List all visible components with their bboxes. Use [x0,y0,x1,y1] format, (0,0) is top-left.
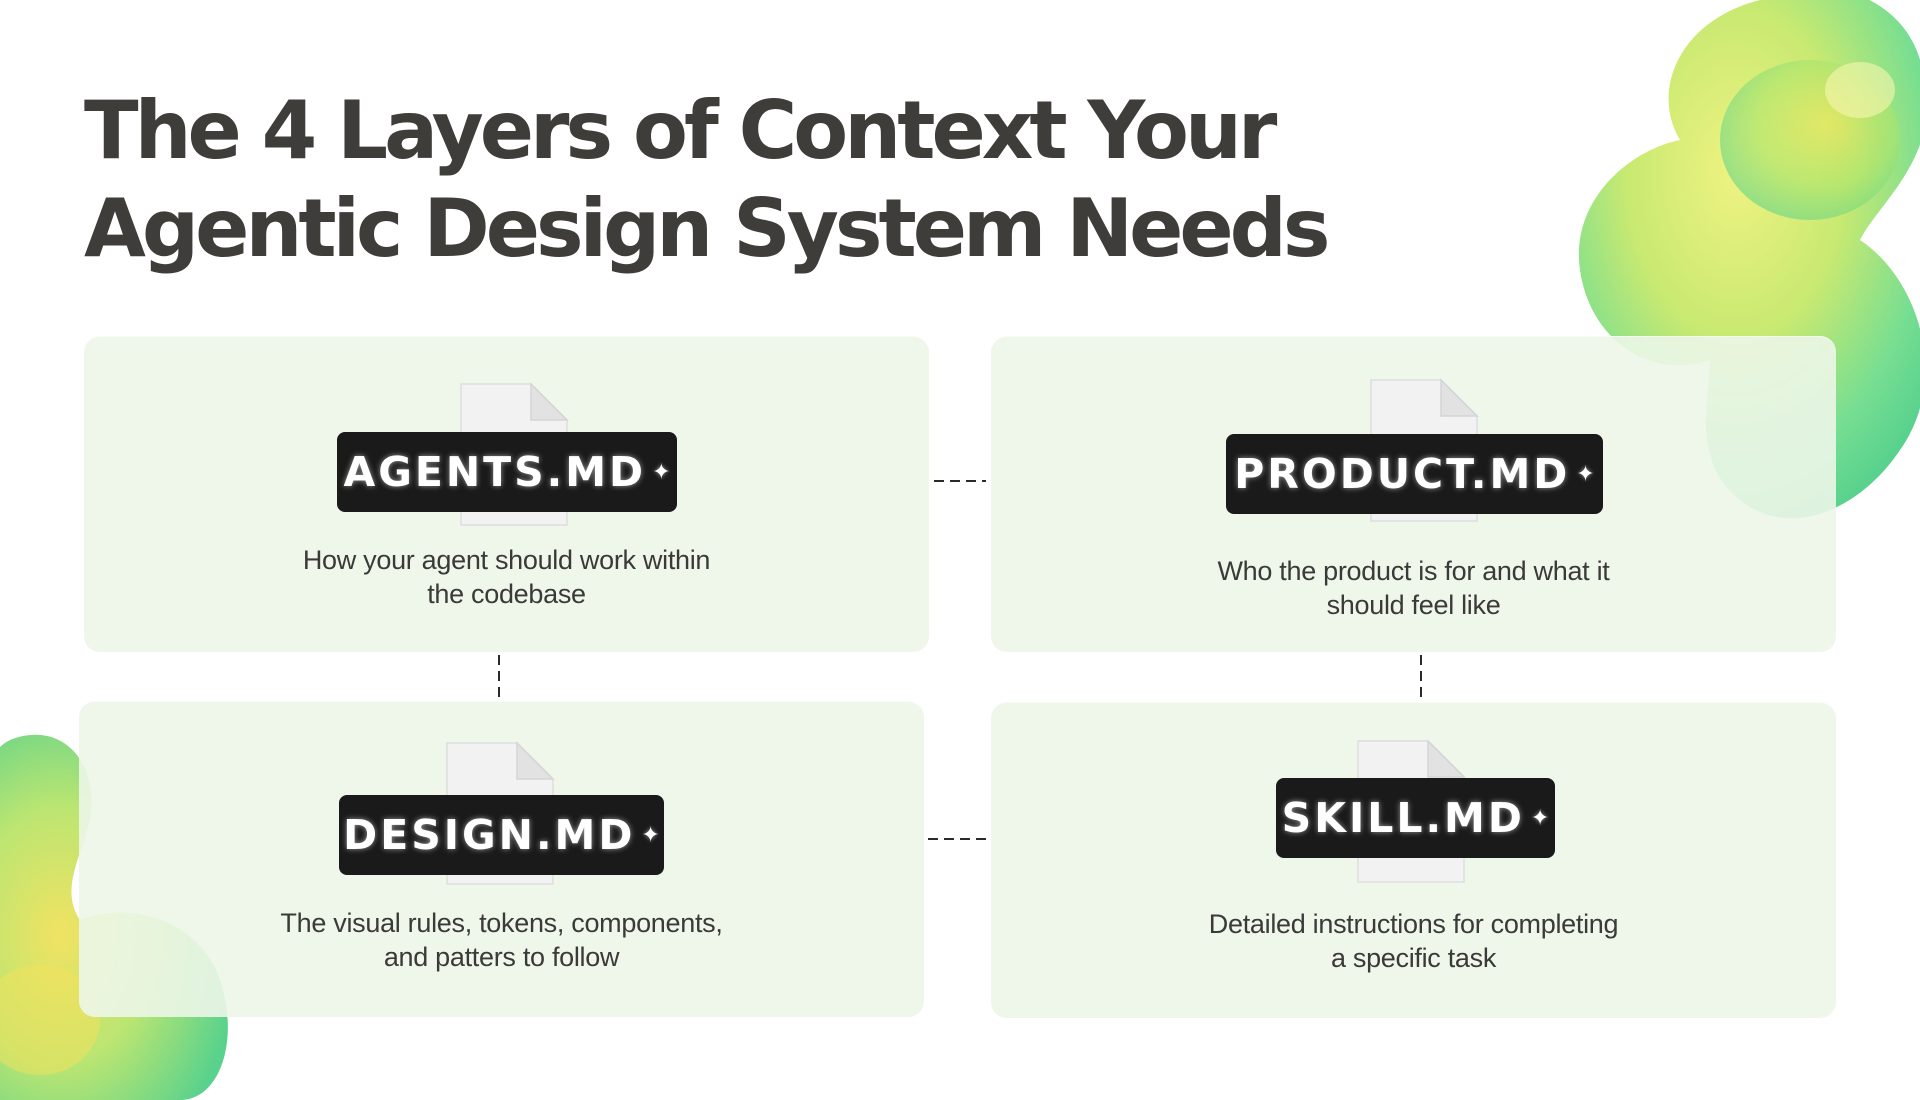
skill-md-description-line-2: a specific task [1330,943,1497,973]
design-md-tag: DESIGN.MD✦ [339,795,664,875]
product-md-label: PRODUCT.MD [1234,450,1571,498]
page-title: The 4 Layers of Context Your Agentic Des… [84,82,1331,278]
agents-md-description-line-2: the codebase [427,579,586,609]
page-title-line-2: Agentic Design System Needs [84,182,1331,275]
skill-md-description-line-1: Detailed instructions for completing [1208,909,1619,939]
product-md-description: Who the product is for and what it shoul… [991,554,1836,622]
layer-card-agents: AGENTS.MD✦ How your agent should work wi… [84,336,929,652]
skill-md-description: Detailed instructions for completing a s… [991,907,1836,975]
agents-md-tag: AGENTS.MD✦ [337,432,677,512]
agents-md-label: AGENTS.MD [343,448,647,496]
sparkle-icon: ✦ [1530,805,1550,831]
design-md-description-line-2: and patters to follow [383,942,620,972]
agents-md-description: How your agent should work within the co… [84,543,929,611]
layer-card-design: DESIGN.MD✦ The visual rules, tokens, com… [79,701,924,1017]
sparkle-icon: ✦ [1576,461,1595,487]
design-md-description-line-1: The visual rules, tokens, components, [280,908,723,938]
agents-md-description-line-1: How your agent should work within [302,545,711,575]
sparkle-icon: ✦ [652,459,671,485]
page-title-line-1: The 4 Layers of Context Your [84,84,1277,177]
product-md-tag: PRODUCT.MD✦ [1226,434,1603,514]
sparkle-icon: ✦ [641,822,660,848]
layer-card-product: PRODUCT.MD✦ Who the product is for and w… [991,336,1836,652]
design-md-label: DESIGN.MD [343,811,636,859]
product-md-description-line-2: should feel like [1326,590,1501,620]
skill-md-label: SKILL.MD [1281,794,1525,842]
product-md-description-line-1: Who the product is for and what it [1217,556,1610,586]
design-md-description: The visual rules, tokens, components, an… [79,906,924,974]
layer-card-skill: SKILL.MD✦ Detailed instructions for comp… [991,702,1836,1018]
skill-md-tag: SKILL.MD✦ [1276,778,1555,858]
